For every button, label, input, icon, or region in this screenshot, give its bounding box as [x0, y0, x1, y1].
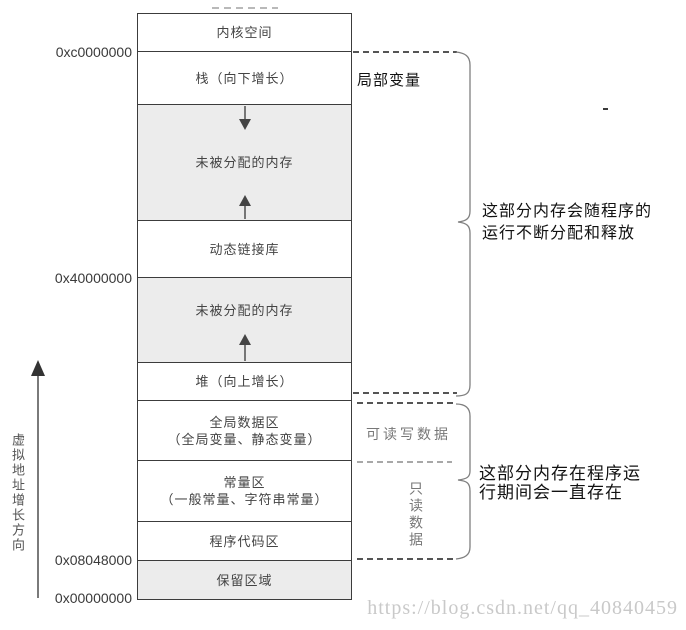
segment-label: 内核空间 — [216, 25, 273, 40]
brace-dynamic-region-icon — [455, 51, 471, 397]
memory-segment-global-data: 全局数据区 （全局变量、静态变量） — [138, 401, 351, 461]
cropped-text-artifact — [212, 7, 278, 9]
segment-sublabel: （一般常量、字符串常量） — [160, 492, 329, 507]
segment-label: 动态链接库 — [209, 241, 280, 257]
memory-segment-kernel: 内核空间 — [138, 14, 351, 52]
memory-segment-unallocated-upper: 未被分配的内存 — [138, 105, 351, 221]
memory-segment-unallocated-lower: 未被分配的内存 — [138, 278, 351, 363]
annotation-line: 行期间会一直存在 — [479, 483, 623, 502]
readonly-data-label: 只读数据 — [408, 481, 424, 549]
memory-segment-heap: 堆（向上增长） — [138, 363, 351, 401]
address-label-4: 0x00000000 — [54, 590, 132, 606]
stray-mark — [603, 108, 608, 110]
memory-segment-dynamic-libraries: 动态链接库 — [138, 221, 351, 278]
memory-segment-stack: 栈（向下增长） — [138, 52, 351, 105]
memory-segment-constants: 常量区 （一般常量、字符串常量） — [138, 461, 351, 522]
segment-label: 未被分配的内存 — [195, 155, 294, 170]
address-label-2: 0x40000000 — [54, 270, 132, 286]
segment-label: 保留区域 — [216, 572, 273, 588]
annotation-persistent-region: 这部分内存在程序运 行期间会一直存在 — [479, 464, 641, 502]
brace-persistent-region-icon — [455, 403, 471, 560]
segment-label: 堆（向上增长） — [195, 374, 294, 389]
grow-up-arrow-icon — [238, 334, 251, 361]
grow-up-arrow-icon — [238, 195, 251, 219]
dashed-connector-rw-ro-divider — [357, 461, 452, 463]
segment-label: 未被分配的内存 — [195, 302, 294, 318]
dashed-connector-heap-bottom — [353, 392, 457, 394]
curly-braces — [455, 51, 471, 560]
memory-segment-reserved: 保留区域 — [138, 561, 351, 599]
segment-label: 程序代码区 — [209, 533, 280, 549]
watermark-url: https://blog.csdn.net/qq_40840459 — [367, 597, 678, 619]
memory-map-box: 内核空间 栈（向下增长） 未被分配的内存 动态链接库 未被分配的内存 — [137, 13, 352, 600]
annotation-line: 这部分内存会随程序的 — [482, 203, 653, 220]
axis-label: 虚拟地址增长方向 — [10, 433, 25, 553]
segment-label: 栈（向下增长） — [195, 70, 294, 86]
annotation-line: 这部分内存在程序运 — [479, 464, 641, 483]
annotation-line: 运行不断分配和释放 — [482, 225, 636, 242]
dashed-connector-globals-top — [357, 402, 457, 404]
dashed-connector-code-bottom — [357, 558, 457, 560]
segment-sublabel: （全局变量、静态变量） — [167, 431, 322, 447]
axis-up-arrow-icon — [31, 360, 45, 598]
annotation-dynamic-region: 这部分内存会随程序的 运行不断分配和释放 — [482, 201, 652, 245]
address-label-1: 0xc0000000 — [55, 44, 132, 60]
grow-down-arrow-icon — [238, 106, 251, 130]
dashed-connector-stack-top — [353, 51, 457, 53]
segment-label: 常量区 — [223, 475, 266, 490]
local-variables-label: 局部变量 — [357, 72, 422, 89]
rw-data-label: 可读写数据 — [366, 426, 451, 442]
memory-segment-code: 程序代码区 — [138, 522, 351, 561]
address-label-3: 0x08048000 — [54, 552, 132, 568]
segment-label: 全局数据区 — [209, 414, 280, 430]
